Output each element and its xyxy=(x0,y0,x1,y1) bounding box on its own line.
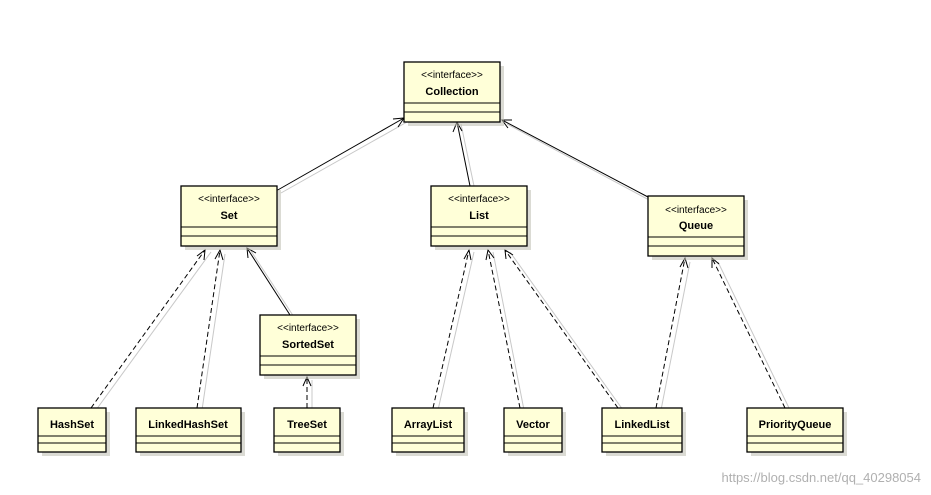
queue-stereotype: <<interface>> xyxy=(665,205,727,216)
relation-priorityqueue-queue xyxy=(711,256,791,411)
hashset-name: HashSet xyxy=(50,419,94,431)
set-stereotype: <<interface>> xyxy=(198,194,260,205)
class-linkedlist: LinkedList xyxy=(601,407,686,456)
collection-name: Collection xyxy=(425,86,478,98)
arraylist-name: ArrayList xyxy=(404,419,453,431)
linkedlist-name: LinkedList xyxy=(614,419,669,431)
class-linkedhashset: LinkedHashSet xyxy=(135,407,245,456)
treeset-name: TreeSet xyxy=(287,419,327,431)
class-sortedset: <<interface>> SortedSet xyxy=(259,314,360,379)
list-name: List xyxy=(469,210,489,222)
class-hashset: HashSet xyxy=(37,407,110,456)
relation-linkedlist-list xyxy=(504,249,624,411)
linkedhashset-name: LinkedHashSet xyxy=(148,419,228,431)
relation-arraylist-list xyxy=(432,248,475,411)
watermark-text: https://blog.csdn.net/qq_40298054 xyxy=(722,470,922,485)
relation-sortedset-set xyxy=(246,247,295,318)
class-arraylist: ArrayList xyxy=(391,407,468,456)
list-stereotype: <<interface>> xyxy=(448,194,510,205)
sortedset-stereotype: <<interface>> xyxy=(277,323,339,334)
collection-stereotype: <<interface>> xyxy=(421,70,483,81)
relation-hashset-set xyxy=(90,248,212,411)
queue-name: Queue xyxy=(679,220,713,232)
relation-treeset-sortedset xyxy=(302,375,313,410)
relations xyxy=(90,117,791,411)
relation-vector-list xyxy=(485,248,525,411)
relation-set-collection xyxy=(275,117,408,194)
relation-list-collection xyxy=(452,120,475,187)
class-vector: Vector xyxy=(503,407,566,456)
set-name: Set xyxy=(220,210,237,222)
vector-name: Vector xyxy=(516,419,550,431)
class-collection: <<interface>> Collection xyxy=(403,61,504,126)
class-set: <<interface>> Set xyxy=(180,185,281,250)
relation-linkedhashset-set xyxy=(196,248,226,411)
priorityqueue-name: PriorityQueue xyxy=(759,419,832,431)
class-priorityqueue: PriorityQueue xyxy=(746,407,847,456)
class-list: <<interface>> List xyxy=(430,185,531,250)
class-treeset: TreeSet xyxy=(273,407,344,456)
relation-linkedlist-queue xyxy=(655,256,691,411)
class-queue: <<interface>> Queue xyxy=(647,195,748,260)
sortedset-name: SortedSet xyxy=(282,339,334,351)
